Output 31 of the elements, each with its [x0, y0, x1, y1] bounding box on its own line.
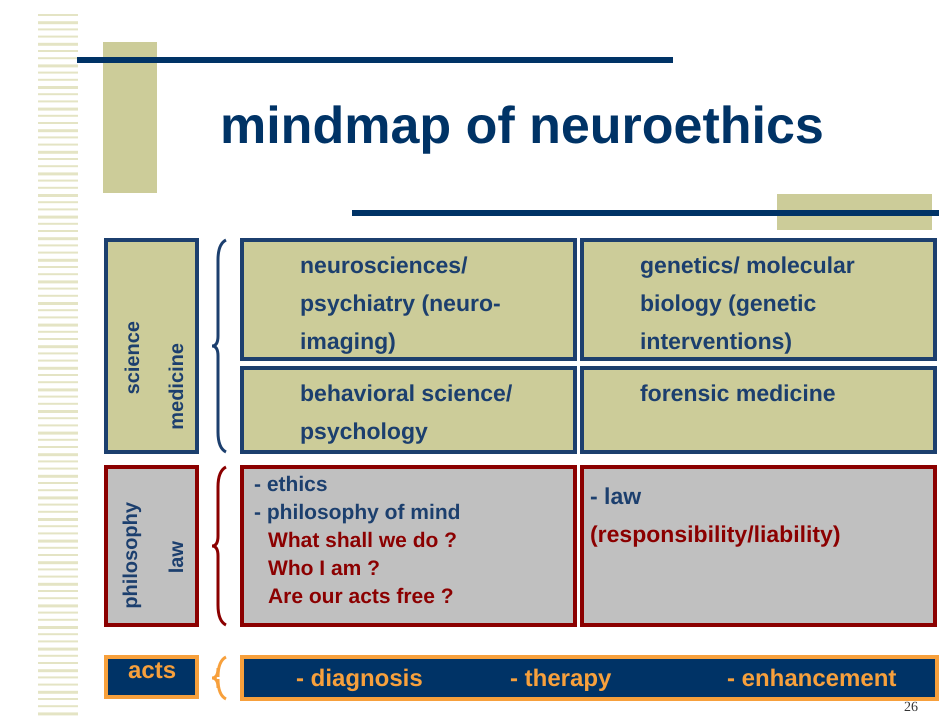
topic-text: - therapy — [510, 665, 612, 693]
category-label: science — [122, 320, 145, 394]
topic-text: genetics/ molecular biology (genetic interventions) — [640, 251, 856, 356]
topic-text: - ethics — [254, 472, 329, 498]
category-label: medicine — [166, 343, 189, 430]
title: mindmap of neuroethics — [220, 96, 824, 156]
topic-text: forensic medicine — [640, 379, 837, 408]
page-number: 26 — [904, 700, 918, 716]
topic-bar — [240, 655, 939, 701]
topic-text: - enhancement — [727, 665, 896, 693]
topic-box — [240, 465, 577, 627]
category-label: philosophy — [120, 502, 143, 609]
question-text: Are our acts free ? — [267, 584, 455, 610]
topic-text: acts — [128, 657, 178, 685]
topic-box — [580, 366, 937, 454]
topic-text: - philosophy of mind — [254, 500, 460, 526]
topic-text: - diagnosis — [296, 665, 423, 693]
topic-box — [580, 238, 937, 361]
category-label: law — [166, 540, 189, 573]
topic-box — [104, 238, 199, 454]
question-text: (responsibility/liability) — [590, 520, 840, 549]
topic-text: neurosciences/ psychiatry (neuro-imaging) — [300, 251, 502, 356]
topic-bar — [104, 655, 199, 699]
topic-text: - law — [590, 482, 642, 511]
topic-box — [240, 238, 577, 361]
question-text: Who I am ? — [267, 556, 381, 582]
topic-box — [104, 465, 199, 627]
topic-box — [240, 366, 577, 454]
topic-box — [580, 465, 937, 627]
topic-text: behavioral science/ psychology — [300, 379, 514, 446]
question-text: What shall we do ? — [267, 528, 458, 554]
